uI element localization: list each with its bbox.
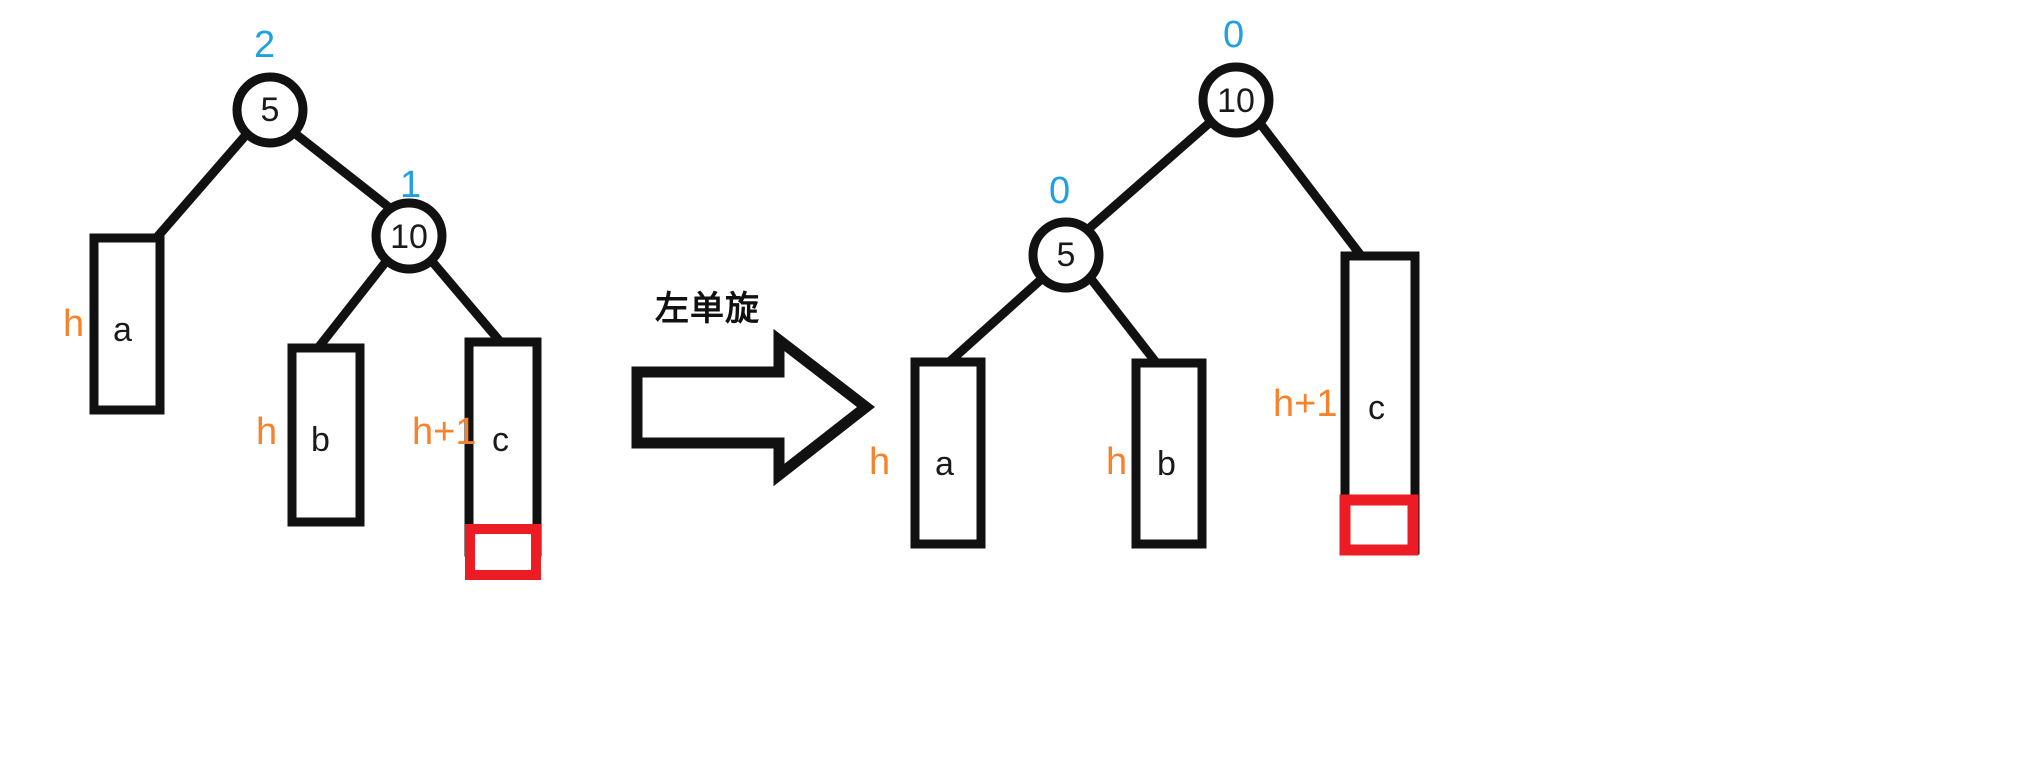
edge-right-child-to-b [314, 256, 392, 351]
node-circle-5-before [232, 72, 308, 148]
right-block-arrow-icon [631, 328, 875, 487]
highlight-box-c-before [465, 524, 541, 580]
node-circle-10-after [1198, 62, 1274, 138]
edge-root-to-right-child [285, 124, 403, 220]
highlight-box-c-after [1339, 494, 1419, 556]
subtree-rect-b-before [287, 343, 365, 527]
subtree-rect-b-after [1131, 358, 1207, 549]
edge-left-child-to-b [1084, 272, 1162, 368]
subtree-rect-a-before [89, 233, 165, 415]
node-circle-10-before [371, 198, 447, 274]
edge-root-to-a [148, 125, 256, 246]
edge-right-child-to-c [426, 256, 507, 348]
edge-root-to-left-child [1082, 114, 1218, 236]
edge-root-to-c [1252, 115, 1366, 260]
node-circle-5-after [1028, 217, 1104, 293]
subtree-rect-c-before [464, 337, 542, 557]
edge-left-child-to-a [943, 271, 1050, 368]
subtree-rect-a-after [910, 357, 986, 549]
